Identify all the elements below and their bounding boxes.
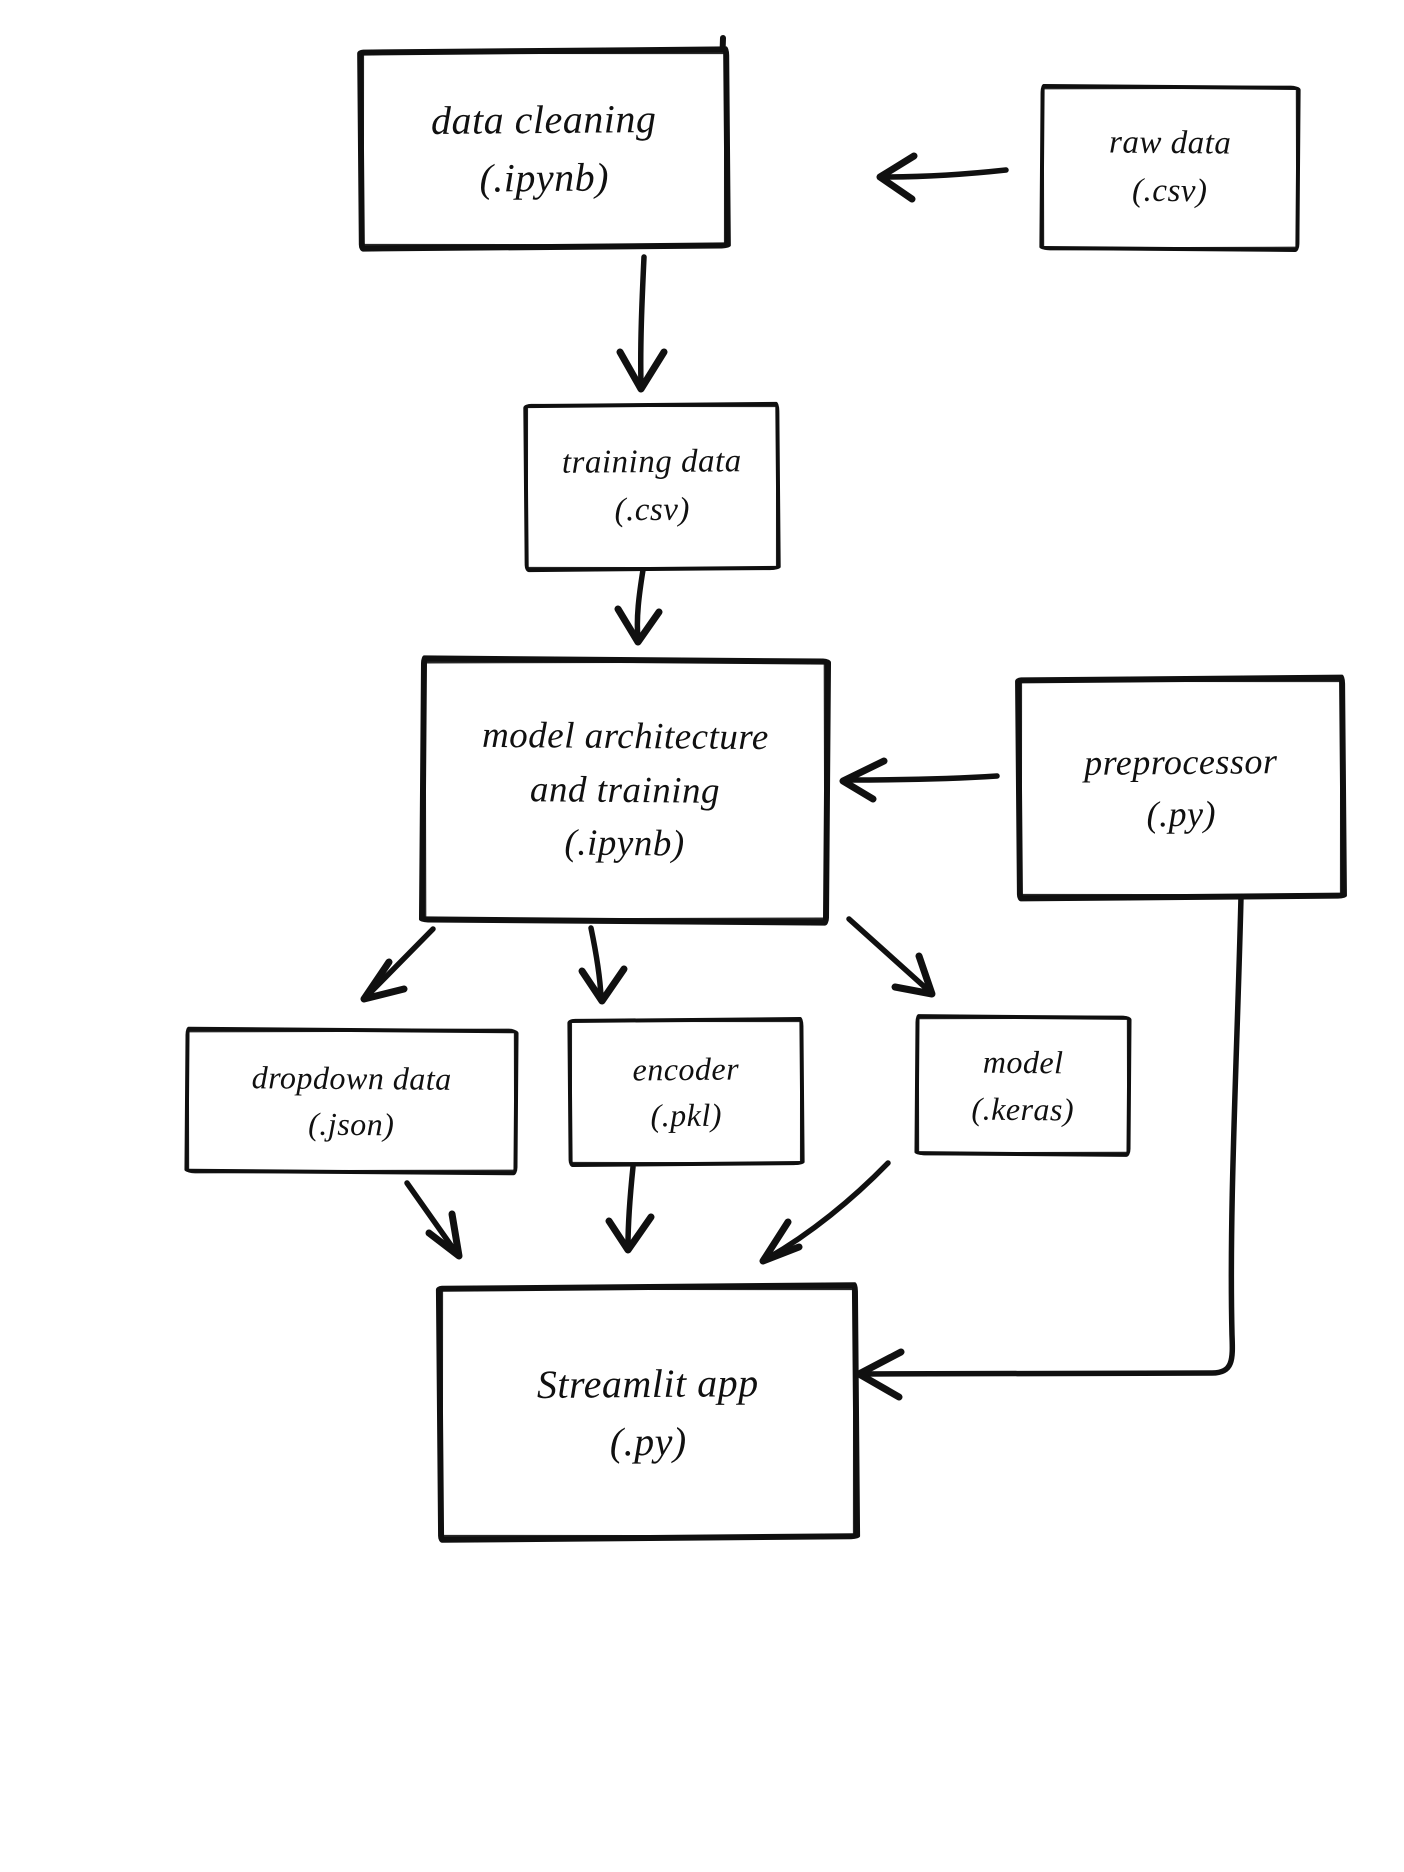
node-encoder: encoder (.pkl) bbox=[567, 1016, 805, 1168]
arrow-preprocessor-to-model-training bbox=[839, 757, 1000, 803]
arrow-raw-data-to-data-cleaning bbox=[876, 152, 1009, 203]
arrow-model-training-to-encoder bbox=[578, 925, 628, 1005]
node-raw-data: raw data (.csv) bbox=[1039, 83, 1301, 253]
node-filetype: (.csv) bbox=[614, 491, 691, 529]
node-label: model architecture bbox=[481, 714, 769, 759]
node-filetype: (.ipynb) bbox=[479, 154, 610, 201]
node-filetype: (.py) bbox=[1146, 793, 1217, 835]
arrow-model-training-to-dropdown-data bbox=[360, 926, 436, 1003]
node-filetype: (.keras) bbox=[971, 1090, 1075, 1127]
node-model-architecture-and-training: model architecture and training (.ipynb) bbox=[418, 655, 832, 926]
node-label: dropdown data bbox=[251, 1058, 452, 1097]
node-label: model bbox=[982, 1043, 1064, 1081]
node-label: data cleaning bbox=[430, 96, 657, 143]
node-label: training data bbox=[561, 443, 742, 481]
node-streamlit-app: Streamlit app (.py) bbox=[435, 1282, 861, 1543]
node-filetype: (.py) bbox=[609, 1418, 687, 1464]
node-filetype: (.csv) bbox=[1131, 172, 1208, 210]
node-filetype: (.pkl) bbox=[650, 1096, 723, 1134]
node-dropdown-data: dropdown data (.json) bbox=[184, 1026, 519, 1176]
node-label: and training bbox=[529, 768, 721, 812]
node-label: encoder bbox=[632, 1050, 740, 1088]
arrow-data-cleaning-to-training-data bbox=[616, 254, 668, 393]
node-training-data: training data (.csv) bbox=[523, 401, 781, 573]
arrow-encoder-to-streamlit-app bbox=[605, 1164, 655, 1254]
arrow-model-file-to-streamlit-app bbox=[759, 1160, 891, 1265]
node-label: preprocessor bbox=[1083, 740, 1278, 783]
node-data-cleaning: data cleaning (.ipynb) bbox=[357, 46, 731, 252]
node-label: Streamlit app bbox=[536, 1359, 759, 1407]
node-label: raw data bbox=[1108, 124, 1232, 162]
node-preprocessor: preprocessor (.py) bbox=[1015, 674, 1347, 902]
node-model-keras: model (.keras) bbox=[914, 1014, 1132, 1157]
node-filetype: (.ipynb) bbox=[564, 822, 685, 865]
arrow-training-data-to-model-training bbox=[614, 567, 663, 646]
arrow-dropdown-data-to-streamlit-app bbox=[404, 1180, 463, 1260]
node-filetype: (.json) bbox=[308, 1105, 395, 1143]
arrow-model-training-to-model-file bbox=[846, 916, 936, 998]
